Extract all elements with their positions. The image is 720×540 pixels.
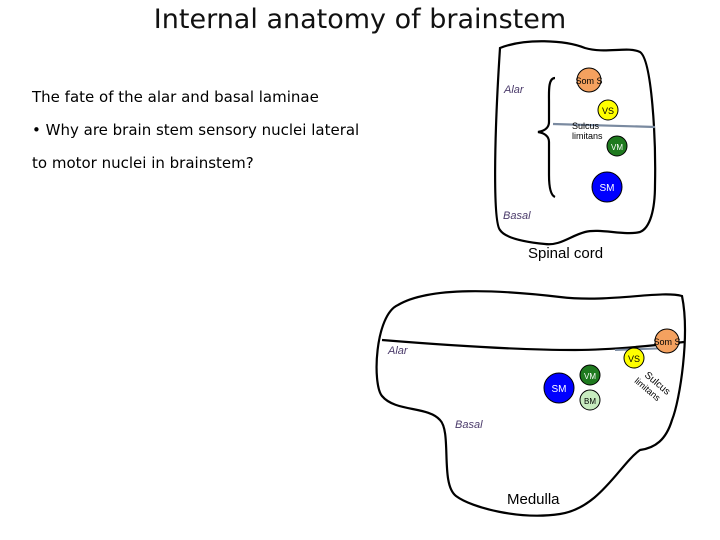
alar-label: Alar [503, 84, 525, 96]
nucleus-vm: VM [579, 364, 601, 386]
spinal-cord-caption: Spinal cord [528, 245, 603, 262]
nucleus-vs-circle [597, 99, 619, 121]
medulla-diagram: Som S VS VM SM BM Alar Basal Sulcus limi… [375, 290, 687, 517]
nucleus-sm: SM [591, 171, 623, 203]
nucleus-som-s: Som S [575, 67, 603, 93]
nucleus-vs-circle [623, 347, 645, 369]
spinal-cord-diagram: Som S VS VM SM Alar Basal Sulcus limitan… [494, 40, 657, 262]
basal-label: Basal [455, 419, 483, 431]
nucleus-som-s-label: Som S [653, 337, 680, 347]
bullet-line-1: • Why are brain stem sensory nuclei late… [32, 121, 359, 139]
alar-label: Alar [387, 345, 409, 357]
nucleus-som-s-circle [654, 328, 680, 354]
nucleus-sm-label: SM [600, 183, 615, 194]
nucleus-som-s-circle [576, 67, 602, 93]
sulcus-limitans-line [552, 122, 656, 129]
nucleus-vs-label: VS [628, 354, 640, 364]
nucleus-bm-label: BM [584, 397, 596, 406]
nucleus-vm-circle [579, 364, 601, 386]
nucleus-vs-label: VS [602, 106, 614, 116]
bullet-marker: • [32, 121, 41, 139]
nucleus-sm-circle [543, 372, 575, 404]
nucleus-vm-label: VM [611, 143, 623, 152]
nucleus-bm-circle [579, 389, 601, 411]
page-title: Internal anatomy of brainstem [153, 4, 567, 35]
medulla-caption: Medulla [507, 491, 560, 508]
basal-label: Basal [503, 210, 531, 222]
medulla-outline [375, 290, 687, 517]
subtitle: The fate of the alar and basal laminae [32, 88, 319, 106]
bullet-text-1: Why are brain stem sensory nuclei latera… [45, 121, 360, 139]
bullet-line-2: to motor nuclei in brainstem? [32, 154, 254, 172]
sulcus-limitans-label-1: Sulcus [572, 121, 600, 131]
sulcus-limitans-label-2: limitans [572, 131, 603, 141]
nucleus-vs: VS [623, 347, 645, 369]
nucleus-vm-label: VM [584, 372, 596, 381]
nucleus-sm: SM [543, 372, 575, 404]
nucleus-vs: VS [597, 99, 619, 121]
fourth-ventricle-floor [381, 338, 685, 352]
nucleus-bm: BM [579, 389, 601, 411]
nucleus-sm-circle [591, 171, 623, 203]
central-canal [537, 76, 556, 199]
nucleus-som-s-label: Som S [575, 76, 602, 86]
nucleus-vm-circle [606, 135, 628, 157]
nucleus-vm: VM [606, 135, 628, 157]
nucleus-sm-label: SM [552, 384, 567, 395]
nucleus-som-s: Som S [653, 328, 681, 354]
